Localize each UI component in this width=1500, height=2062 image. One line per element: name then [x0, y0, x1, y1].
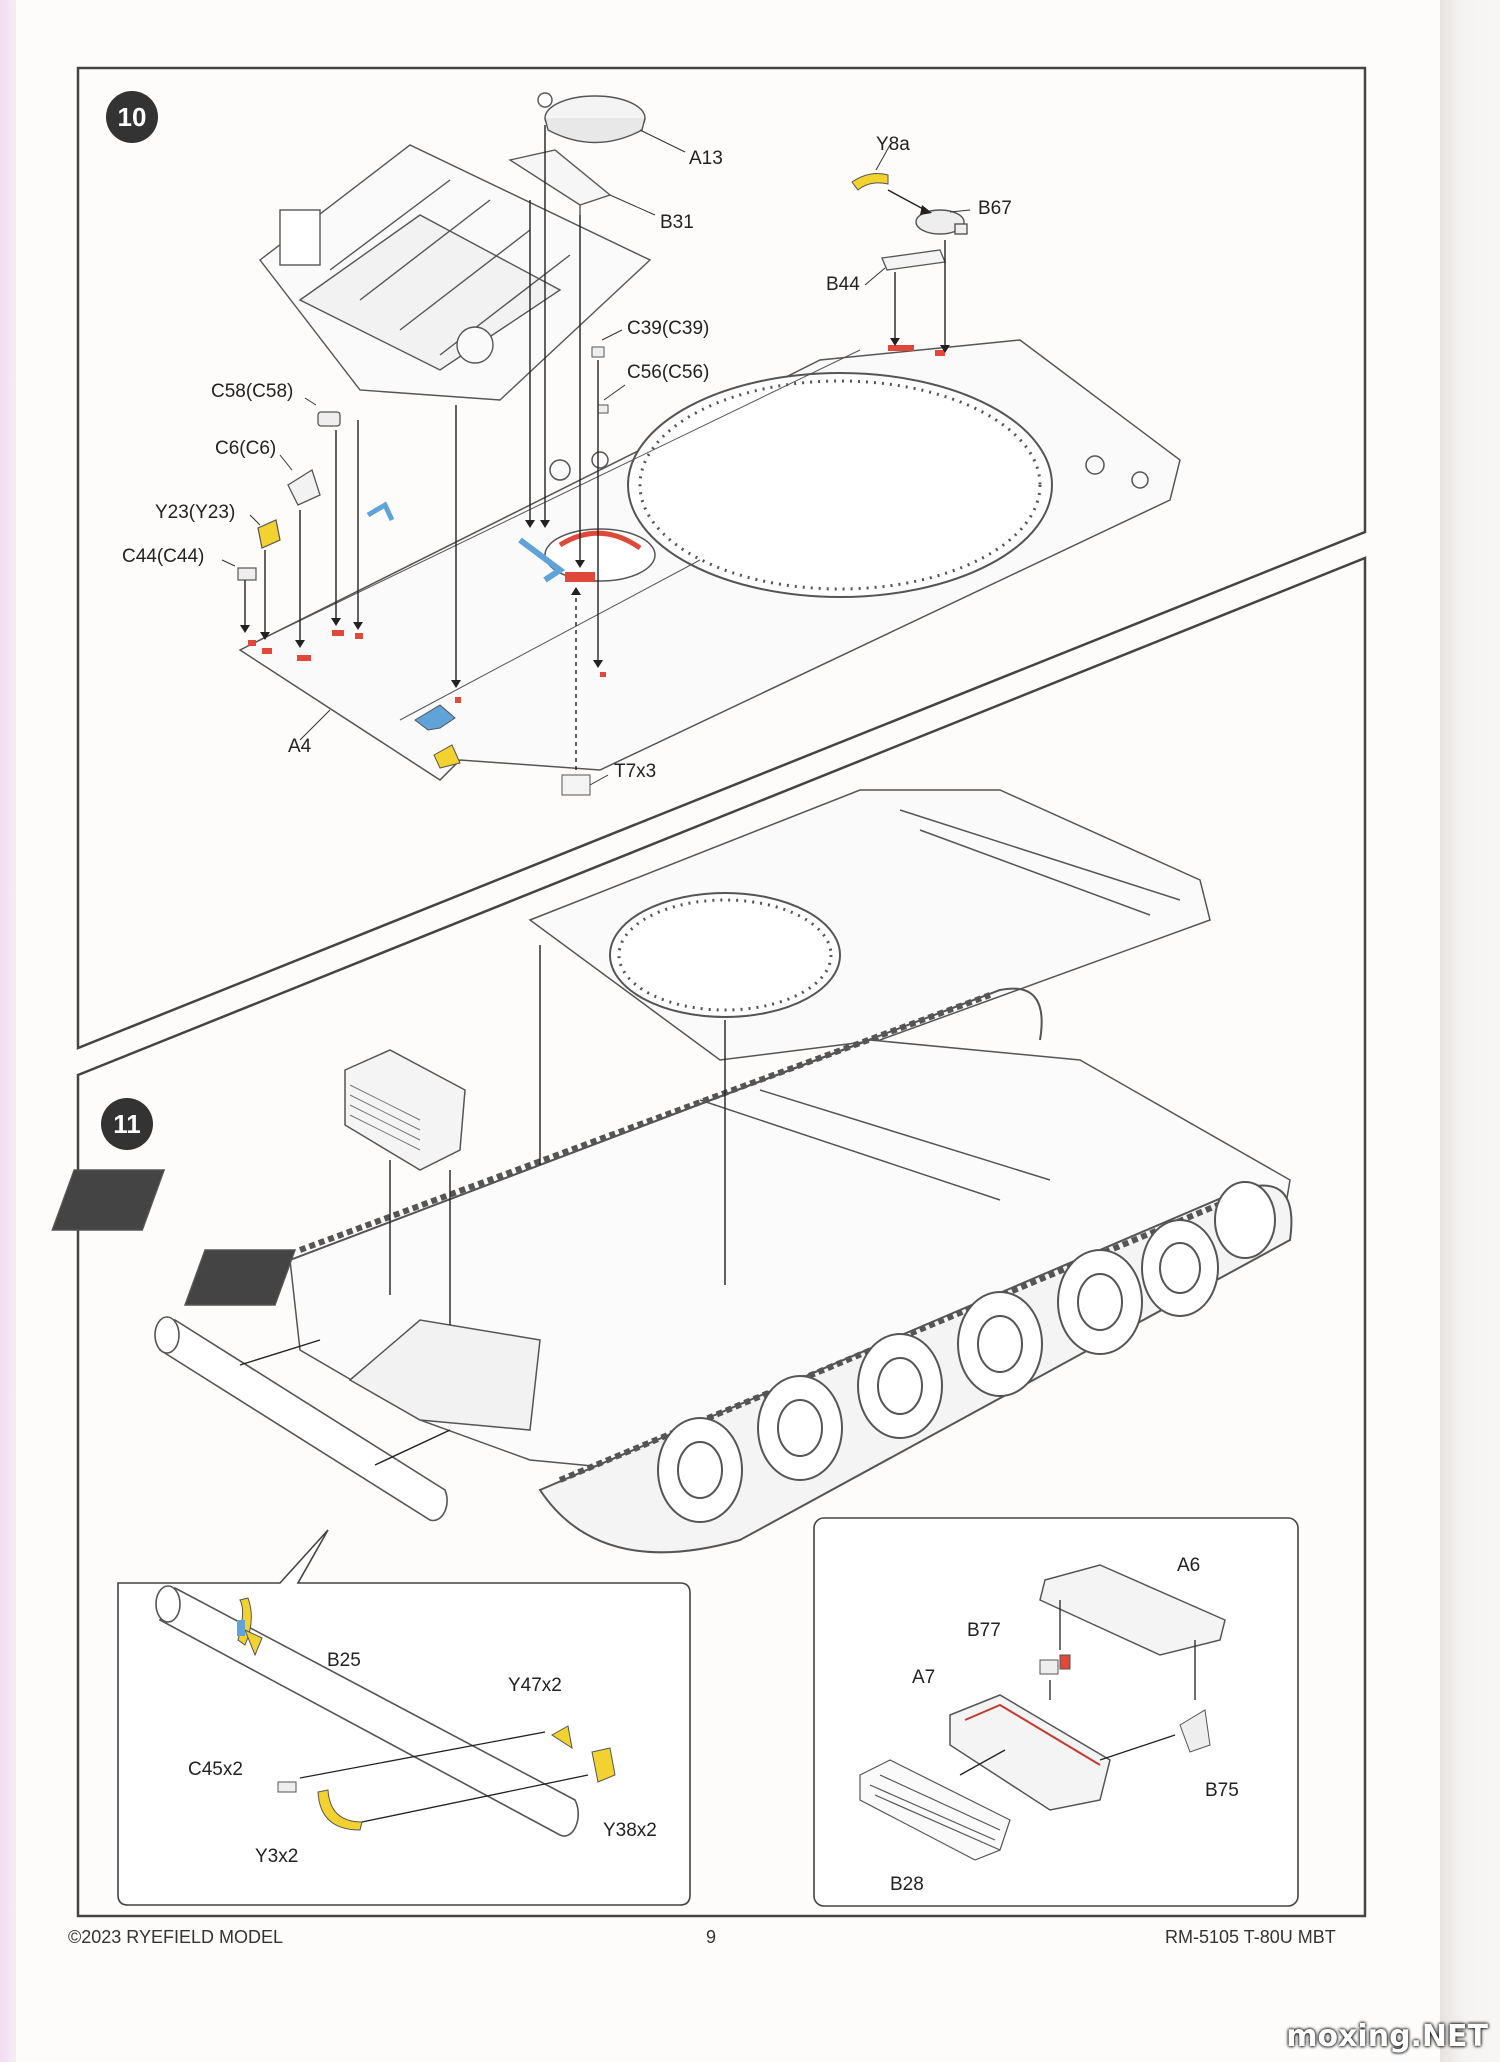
label-c45x2: C45x2 — [188, 1759, 243, 1780]
part-b44 — [881, 249, 946, 271]
part-c58 — [317, 411, 341, 427]
label-y23: Y23(Y23) — [155, 502, 235, 523]
part-a6 — [1039, 1564, 1226, 1656]
step-10-frame — [76, 66, 1367, 1050]
step-11-upper-hull — [528, 789, 1211, 1061]
road-wheels — [657, 1181, 1276, 1523]
part-t7 — [561, 774, 591, 796]
label-b25: B25 — [327, 1650, 361, 1671]
label-y8a: Y8a — [876, 134, 910, 155]
label-c58: C58(C58) — [211, 381, 293, 402]
label-y38x2: Y38x2 — [603, 1820, 657, 1841]
part-c39 — [591, 346, 605, 358]
yellow-part-lower — [433, 744, 461, 769]
blue-part-upper — [366, 501, 395, 522]
step-10-badge: 10 — [106, 91, 158, 143]
label-y47x2: Y47x2 — [508, 1675, 562, 1696]
label-c39: C39(C39) — [627, 318, 709, 339]
step-11-frame — [76, 556, 1367, 1918]
part-b28 — [859, 1759, 1011, 1861]
part-c44 — [237, 567, 257, 581]
label-b75: B75 — [1205, 1780, 1239, 1801]
part-c45 — [277, 1781, 297, 1793]
step-11-rack-part — [344, 1049, 466, 1171]
detail-box-log — [117, 1529, 691, 1906]
label-b67: B67 — [978, 198, 1012, 219]
part-c6 — [287, 469, 321, 506]
footer-product: RM-5105 T-80U MBT — [1165, 1927, 1336, 1947]
part-a7 — [949, 1694, 1111, 1811]
unditching-log — [154, 1316, 448, 1522]
part-c56 — [597, 404, 609, 414]
label-c44: C44(C44) — [122, 546, 204, 567]
label-a13: A13 — [689, 148, 723, 169]
part-y23 — [257, 519, 281, 549]
label-b28: B28 — [890, 1874, 924, 1895]
label-b77: B77 — [967, 1620, 1001, 1641]
step-11-number: 11 — [113, 1109, 141, 1139]
hatch-red-mark — [565, 572, 595, 582]
part-b77 — [1039, 1654, 1071, 1675]
label-c56: C56(C56) — [627, 362, 709, 383]
label-b44: B44 — [826, 274, 860, 295]
label-a7: A7 — [912, 1667, 935, 1688]
step-10-number: 10 — [118, 102, 147, 132]
label-a6: A6 — [1177, 1555, 1200, 1576]
part-a13 — [537, 92, 646, 144]
page-right-edge — [1440, 0, 1500, 2062]
footer-copyright: ©2023 RYEFIELD MODEL — [68, 1927, 284, 1947]
step-11-lower-hull — [51, 1039, 1291, 1481]
page-left-edge — [0, 0, 16, 2062]
blue-part-hatch — [518, 537, 566, 583]
locating-marks — [248, 630, 606, 703]
b44-red-mark — [888, 345, 914, 351]
b67-red-mark — [935, 350, 945, 356]
label-b31: B31 — [660, 212, 694, 233]
part-b67 — [915, 209, 968, 235]
step-10-arrows — [244, 125, 946, 770]
detail-left-arrows — [299, 1731, 589, 1823]
part-y8a — [851, 173, 889, 191]
detail-box-radiator — [813, 1517, 1299, 1907]
buckle-yellow — [244, 1629, 263, 1657]
clamp-blue — [237, 1620, 245, 1636]
step-11-arrows — [239, 945, 726, 1466]
label-a4: A4 — [288, 736, 312, 757]
part-y3 — [317, 1789, 363, 1831]
grille-right — [183, 1249, 297, 1306]
label-y3x2: Y3x2 — [255, 1846, 298, 1867]
track-far — [289, 987, 1043, 1261]
part-y47 — [551, 1725, 573, 1750]
detail-right-arrows — [959, 1600, 1196, 1776]
hatch-ring-highlight — [558, 530, 642, 551]
step-10-leaders — [221, 129, 971, 786]
step-11-badge: 11 — [101, 1098, 153, 1150]
part-y38 — [591, 1747, 616, 1783]
grille-left — [51, 1169, 166, 1231]
step-10-engine-deck — [259, 144, 652, 401]
step-10-arrowheads — [240, 205, 950, 688]
footer-page-number: 9 — [706, 1927, 717, 1947]
watermark: moxing.NET — [1286, 2019, 1488, 2054]
blue-part-lower — [414, 704, 456, 731]
label-t7x3: T7x3 — [614, 761, 656, 782]
step-10-hull-plate — [238, 339, 1181, 781]
part-b75 — [1179, 1709, 1211, 1753]
label-c6: C6(C6) — [215, 438, 276, 459]
